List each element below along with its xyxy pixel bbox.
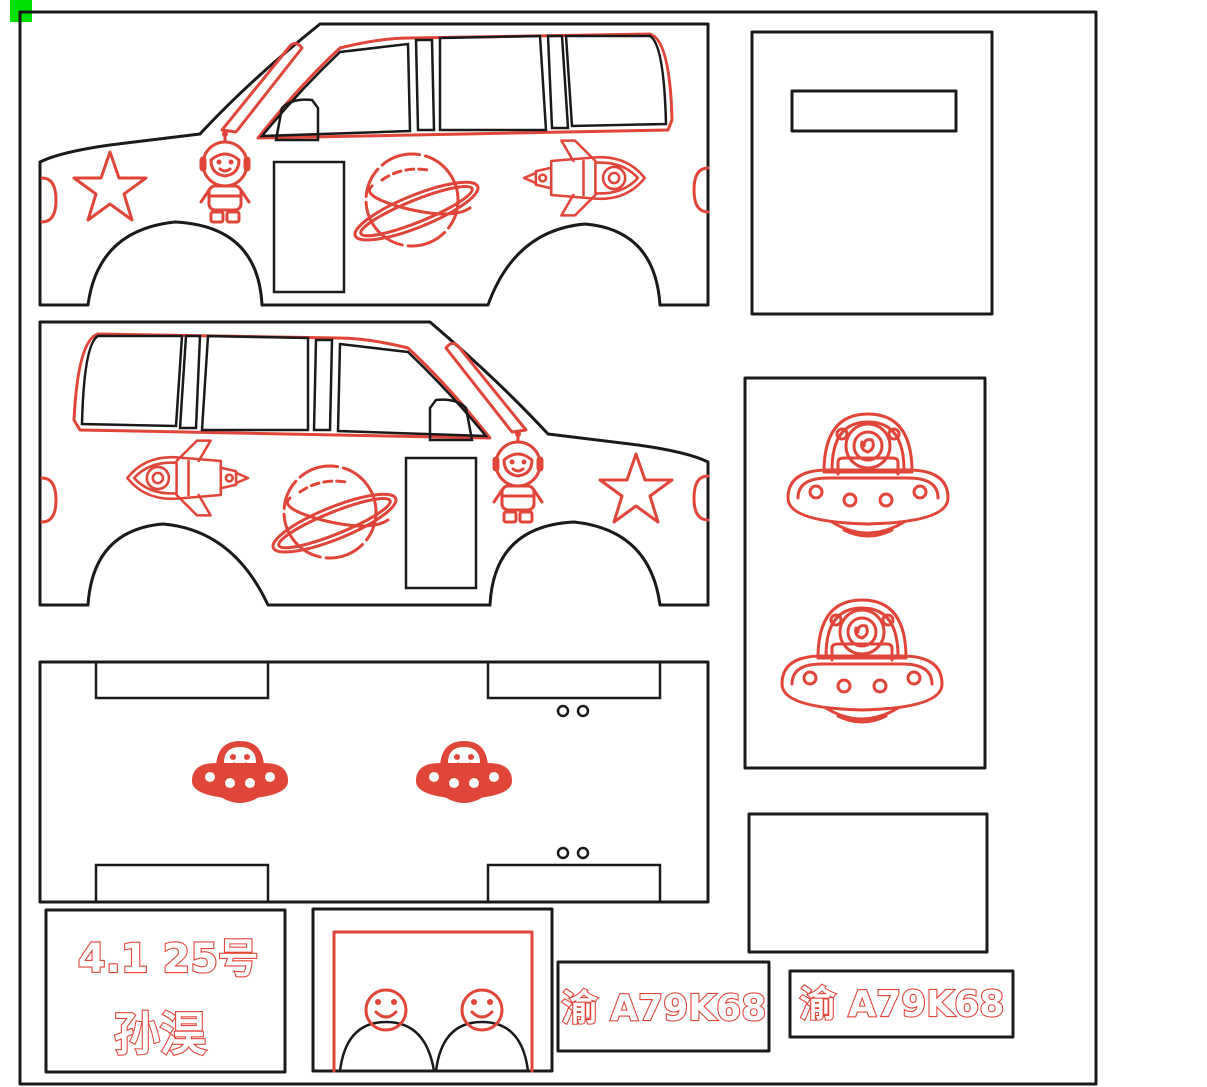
ufo-panel xyxy=(743,376,987,770)
ufo-icon xyxy=(414,739,514,805)
blank-panel xyxy=(747,812,989,954)
smiley-face-icon xyxy=(460,988,504,1032)
label-card: 4.1 25号 孙淏 xyxy=(44,908,287,1074)
edge-arc-icon xyxy=(692,474,710,522)
edge-arc-icon xyxy=(40,476,58,524)
rocket-icon xyxy=(522,139,646,217)
label-line-2: 孙淏 xyxy=(114,1007,207,1061)
ufo-icon xyxy=(780,598,944,724)
car-side-panel-left xyxy=(38,22,710,307)
top-right-panel xyxy=(750,30,994,316)
door-right xyxy=(404,456,478,590)
license-plate-2: 渝 A79K68 xyxy=(788,969,1015,1039)
ufo-icon xyxy=(786,412,950,538)
plate-text-1: 渝 A79K68 xyxy=(562,988,767,1029)
car-side-panel-right xyxy=(38,320,710,607)
astronaut-icon xyxy=(492,429,544,524)
astronaut-icon xyxy=(199,129,251,224)
plate-text-2: 渝 A79K68 xyxy=(800,984,1005,1025)
edge-arc-icon xyxy=(40,176,58,224)
rocket-icon xyxy=(126,439,250,517)
smiley-face-icon xyxy=(364,988,408,1032)
arch-panel xyxy=(311,907,554,1073)
door-left xyxy=(272,160,346,294)
floor-panel xyxy=(38,660,710,904)
outer-board-outline xyxy=(18,10,1098,1086)
star-icon xyxy=(72,150,148,222)
edge-arc-icon xyxy=(692,166,710,214)
star-icon xyxy=(598,452,674,524)
ufo-icon xyxy=(190,739,290,805)
license-plate-1: 渝 A79K68 xyxy=(556,960,771,1053)
planet-icon xyxy=(265,464,404,565)
planet-icon xyxy=(347,152,486,253)
label-line-1: 4.1 25号 xyxy=(78,936,258,982)
